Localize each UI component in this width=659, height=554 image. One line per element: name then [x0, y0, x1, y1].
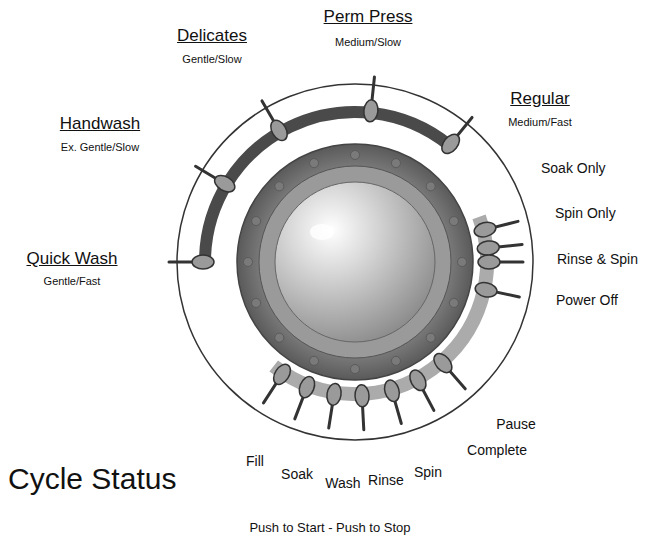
- knob-grip-bump: [252, 217, 261, 226]
- lever-knob: [477, 240, 500, 256]
- selector-lever: [478, 255, 523, 269]
- section-heading: Cycle Status: [8, 462, 176, 495]
- knob-grip-bump: [244, 258, 253, 267]
- lever-knob: [474, 281, 498, 299]
- status-label: Fill: [246, 454, 264, 469]
- knob-grip-bump: [449, 217, 458, 226]
- status-label: Spin: [414, 465, 442, 480]
- selector-lever: [258, 361, 294, 406]
- selector-lever: [438, 113, 477, 157]
- knob-grip-bump: [351, 151, 360, 160]
- status-label: Rinse: [368, 473, 404, 488]
- option-label: Power Off: [556, 293, 618, 308]
- cycle-name: Perm Press: [324, 8, 413, 27]
- cycle-name: Quick Wash: [26, 250, 117, 269]
- selector-lever: [477, 237, 523, 256]
- cycle-speed: Medium/Fast: [508, 116, 572, 128]
- knob-grip-bump: [449, 298, 458, 307]
- selector-lever: [382, 378, 408, 425]
- selector-lever: [354, 384, 370, 430]
- lever-knob: [297, 374, 318, 400]
- selector-lever: [288, 374, 317, 421]
- lever-knob: [363, 99, 379, 122]
- cycle-speed: Medium/Slow: [335, 36, 401, 48]
- dial-face: [177, 84, 533, 440]
- lever-knob: [270, 361, 294, 387]
- selector-lever: [407, 367, 440, 413]
- selector-lever: [256, 97, 291, 143]
- knob-grip-bump: [310, 159, 319, 168]
- cycle-name: Regular: [510, 90, 570, 109]
- knob-grip-bump: [351, 365, 360, 374]
- lever-knob: [325, 382, 342, 406]
- lever-knob: [478, 255, 500, 269]
- knob-grip-bump: [426, 182, 435, 191]
- knob-grip-bump: [458, 258, 467, 267]
- lever-knob: [407, 367, 430, 393]
- status-label: Wash: [325, 476, 360, 491]
- status-label: Soak: [281, 467, 313, 482]
- option-label: Rinse & Spin: [557, 252, 638, 267]
- knob-grip-bump: [310, 356, 319, 365]
- knob-button: [275, 182, 435, 342]
- selector-lever: [192, 160, 238, 195]
- instruction-caption: Push to Start - Push to Stop: [249, 521, 410, 535]
- knob-grip-bump: [275, 333, 284, 342]
- lever-knob: [382, 378, 402, 403]
- selector-lever: [430, 350, 470, 393]
- status-label: Pause: [496, 417, 536, 432]
- knob-ring: [237, 144, 473, 380]
- knob-grip-bump: [275, 182, 284, 191]
- lever-knob: [354, 384, 369, 407]
- lever-knob: [438, 131, 463, 157]
- lever-knob: [473, 220, 498, 239]
- selector-lever: [322, 382, 343, 429]
- option-label: Spin Only: [555, 206, 616, 221]
- cycle-name: Handwash: [60, 115, 140, 134]
- option-label: Soak Only: [541, 161, 606, 176]
- status-label: Complete: [467, 443, 527, 458]
- selector-lever: [363, 76, 382, 122]
- lever-knob: [212, 172, 238, 195]
- selector-lever: [474, 281, 521, 304]
- selector-lever: [473, 215, 520, 239]
- knob-collar: [259, 166, 451, 358]
- knob-grip-bump: [252, 298, 261, 307]
- lever-knob: [267, 117, 290, 143]
- cycle-speed: Ex. Gentle/Slow: [61, 141, 139, 153]
- selector-lever: [169, 255, 214, 269]
- knob-grip-bump: [426, 333, 435, 342]
- cycle-speed: Gentle/Fast: [44, 275, 101, 287]
- cycle-speed: Gentle/Slow: [182, 53, 241, 65]
- knob-highlight: [310, 224, 334, 240]
- lever-knob: [192, 255, 214, 269]
- knob-grip-bump: [391, 356, 400, 365]
- knob-grip-bump: [391, 159, 400, 168]
- lever-knob: [430, 350, 455, 376]
- cycle-name: Delicates: [177, 27, 247, 46]
